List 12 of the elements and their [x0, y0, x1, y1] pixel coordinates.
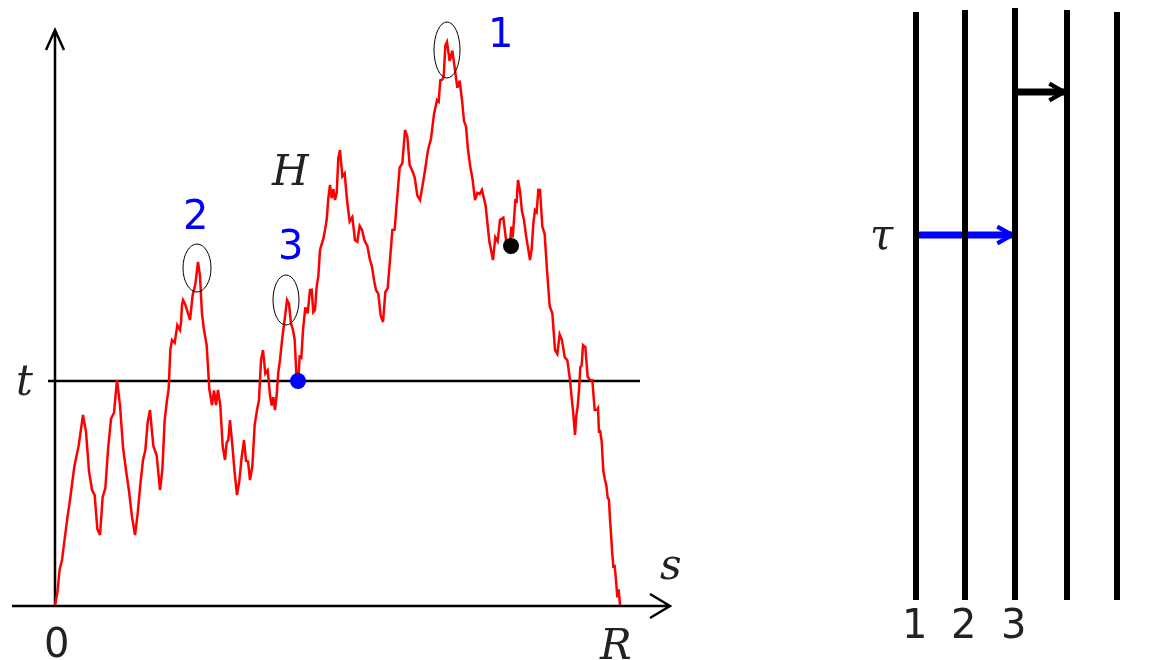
line-number: 3	[1001, 604, 1027, 644]
axis-label: s	[660, 540, 682, 589]
axis-label: t	[16, 356, 33, 405]
axis-label: τ	[870, 210, 894, 259]
peak-number: 2	[183, 192, 209, 238]
peak-number: 1	[488, 10, 514, 56]
line-number: 2	[951, 604, 977, 644]
axis-label: R	[600, 620, 632, 660]
line-number: 1	[902, 604, 928, 644]
peak-number: 3	[278, 222, 304, 268]
axis-label: 0	[44, 620, 70, 660]
axis-label: H	[272, 146, 309, 195]
